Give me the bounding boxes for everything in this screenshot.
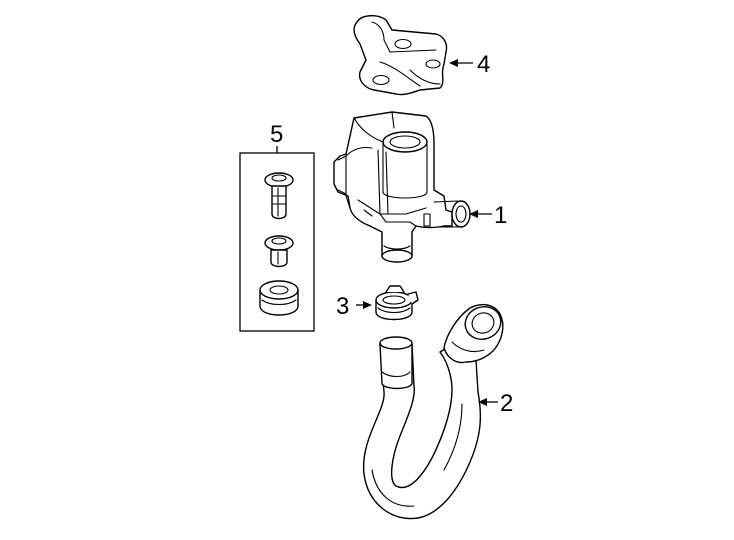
hardware-kit-box (239, 152, 315, 332)
hose-leader-arrow (478, 398, 487, 406)
clamp-leader-arrow (363, 301, 372, 309)
callout-2: 2 (500, 390, 513, 417)
callout-1: 1 (494, 202, 507, 229)
callout-4: 4 (477, 51, 490, 78)
pump-leader-arrow (469, 210, 478, 218)
bolt-icon (264, 172, 294, 220)
coolant-hose-icon[interactable] (362, 302, 506, 520)
callout-5: 5 (270, 121, 283, 148)
grommet-icon (259, 280, 299, 316)
mounting-bracket-icon[interactable] (353, 15, 448, 96)
hose-clamp-icon[interactable] (375, 285, 419, 321)
washer-screw-icon (264, 235, 294, 268)
callout-3: 3 (336, 293, 349, 320)
bolt-and-grommet-kit-icon[interactable] (259, 172, 299, 316)
bracket-leader-arrow (449, 59, 458, 67)
auxiliary-water-pump-icon[interactable] (333, 111, 471, 263)
